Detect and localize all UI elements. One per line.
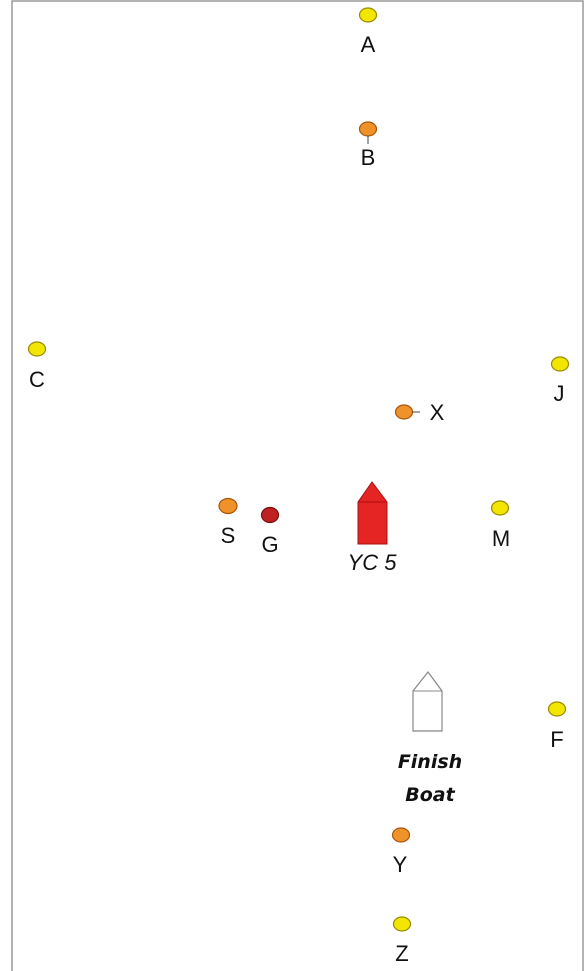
mark-a: A — [358, 7, 378, 57]
mark-m-label: M — [492, 526, 510, 551]
finish-boat-label-line2: Boat — [405, 784, 455, 806]
mark-f-buoy — [547, 701, 567, 717]
finish-boat: Finish Boat — [398, 671, 462, 806]
mark-g-buoy — [260, 506, 280, 524]
finish-boat-label-line1: Finish — [398, 751, 462, 773]
mark-y-buoy — [391, 827, 411, 843]
mark-y: Y — [391, 827, 411, 877]
committee-boat-label: YC 5 — [348, 550, 398, 575]
mark-a-label: A — [361, 32, 376, 57]
mark-b: B — [358, 121, 378, 170]
mark-c: C — [27, 341, 47, 392]
mark-f-label: F — [550, 727, 563, 752]
mark-g-label: G — [261, 532, 278, 557]
mark-j-buoy — [550, 356, 570, 372]
mark-f: F — [547, 701, 567, 752]
mark-y-label: Y — [393, 852, 408, 877]
mark-s-buoy — [218, 497, 238, 515]
mark-x: X — [394, 400, 445, 425]
mark-j: J — [550, 356, 570, 406]
mark-c-label: C — [29, 367, 45, 392]
mark-j-label: J — [554, 381, 565, 406]
mark-c-buoy — [27, 341, 47, 357]
mark-s-label: S — [221, 523, 236, 548]
mark-z: Z — [392, 916, 412, 966]
mark-m: M — [490, 500, 510, 551]
mark-b-label: B — [361, 145, 376, 170]
mark-z-label: Z — [395, 941, 408, 966]
mark-b-buoy — [358, 121, 378, 137]
mark-a-buoy — [358, 7, 378, 23]
mark-s: S — [218, 497, 238, 548]
committee-boat-icon — [357, 481, 388, 545]
mark-x-buoy — [394, 404, 414, 420]
map-border — [11, 0, 584, 971]
mark-x-label: X — [430, 400, 445, 425]
mark-z-buoy — [392, 916, 412, 932]
finish-boat-icon — [412, 671, 443, 732]
committee-boat: YC 5 — [348, 481, 398, 575]
mark-m-buoy — [490, 500, 510, 516]
mark-g: G — [260, 506, 280, 557]
